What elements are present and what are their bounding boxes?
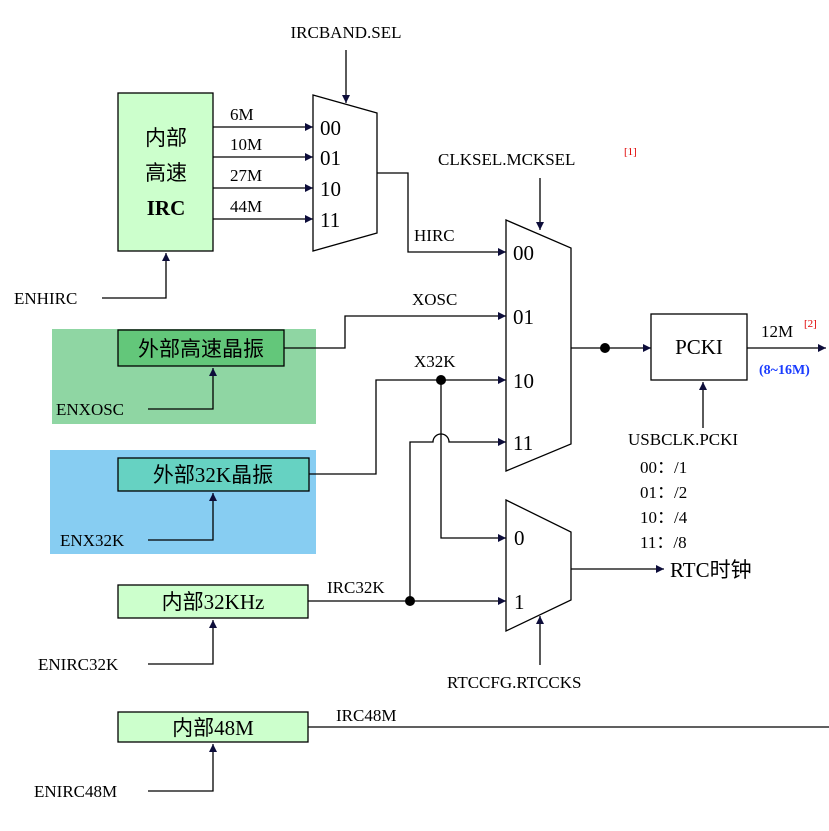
pcki-divider-4: 11：/8	[640, 533, 687, 552]
ircband-input-11: 11	[320, 208, 340, 232]
clksel-footnote: [1]	[624, 146, 637, 158]
pcki-divider-2: 01：/2	[640, 483, 687, 502]
xosc-wire	[284, 312, 506, 349]
freq-10m-label: 10M	[230, 135, 262, 154]
freq-44m-label: 44M	[230, 197, 262, 216]
hirc-block-line2: 高速	[145, 161, 187, 185]
clksel-input-10: 10	[513, 369, 534, 393]
rtc-select-label: RTCCFG.RTCCKS	[447, 673, 581, 692]
irc32k-block-label: 内部32KHz	[162, 590, 265, 614]
clksel-input-11: 11	[513, 431, 533, 455]
rtc-input-1: 1	[514, 590, 525, 614]
hirc-block	[117, 92, 214, 252]
freq-27m-label: 27M	[230, 166, 262, 185]
pcki-range-label: (8~16M)	[759, 363, 810, 378]
rtc-mux	[505, 498, 572, 633]
rtc-input-0: 0	[514, 526, 525, 550]
pcki-divider-1: 00：/1	[640, 458, 687, 477]
enx32k-label: ENX32K	[60, 531, 125, 550]
clksel-input-01: 01	[513, 305, 534, 329]
clksel-select-label: CLKSEL.MCKSEL	[438, 150, 575, 169]
enx32k-arrow	[148, 493, 217, 541]
rtc-output-label: RTC时钟	[670, 558, 752, 582]
ircband-mux	[312, 94, 378, 252]
enxosc-label: ENXOSC	[56, 400, 124, 419]
freq-6m-label: 6M	[230, 105, 254, 124]
irc48m-block-label: 内部48M	[172, 716, 254, 740]
enxosc-arrow	[148, 368, 217, 410]
hirc-block-line1: 内部	[145, 126, 187, 150]
hirc-block-line3: IRC	[147, 196, 186, 220]
clksel-input-00: 00	[513, 241, 534, 265]
enirc48m-label: ENIRC48M	[34, 782, 117, 801]
irc48m-signal-label: IRC48M	[336, 706, 396, 725]
pcki-block-label: PCKI	[675, 335, 723, 359]
x32k-block-label: 外部32K晶振	[153, 463, 273, 487]
irc48m-block	[117, 711, 309, 743]
mclk-junction	[600, 343, 610, 353]
x32k-to-rtc-wire	[440, 380, 506, 542]
pcki-block	[650, 313, 748, 381]
enhirc-arrow	[102, 253, 170, 299]
ircband-input-10: 10	[320, 177, 341, 201]
x32k-block	[117, 457, 310, 492]
enirc32k-label: ENIRC32K	[38, 655, 119, 674]
enirc32k-arrow	[148, 620, 217, 665]
ircband-input-00: 00	[320, 116, 341, 140]
pcki-divider-3: 10：/4	[640, 508, 688, 527]
x32k-signal-label: X32K	[414, 352, 456, 371]
hirc-wire	[377, 172, 506, 256]
clksel-mux	[505, 219, 572, 472]
xosc-signal-label: XOSC	[412, 290, 457, 309]
ircband-input-01: 01	[320, 146, 341, 170]
enirc48m-arrow	[148, 744, 217, 792]
pcki-select-label: USBCLK.PCKI	[628, 430, 738, 449]
irc32k-to-clkmux-wire	[409, 433, 506, 601]
irc32k-junction	[405, 596, 415, 606]
pcki-output-label: 12M	[761, 322, 793, 341]
hirc-signal-label: HIRC	[414, 226, 455, 245]
enhirc-label: ENHIRC	[14, 289, 77, 308]
pcki-output-footnote: [2]	[804, 318, 817, 330]
ircband-select-label: IRCBAND.SEL	[291, 23, 402, 42]
xosc-block-label: 外部高速晶振	[138, 337, 264, 361]
x32k-wire	[309, 376, 506, 475]
irc32k-signal-label: IRC32K	[327, 578, 385, 597]
xosc-block	[117, 329, 285, 367]
